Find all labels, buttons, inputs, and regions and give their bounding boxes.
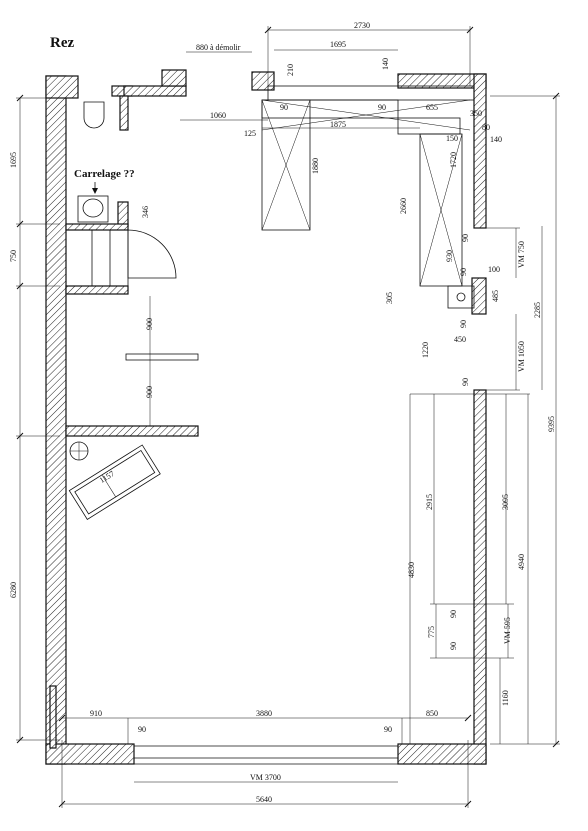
dim-left-6280: 6280 [9,582,18,598]
dim-655: 655 [426,103,438,112]
dim-850: 850 [426,709,438,718]
dim-1060: 1060 [210,111,226,120]
dim-140b: 140 [490,135,502,144]
dim-vm1050: VM 1050 [517,341,526,372]
dim-9395: 9395 [547,416,556,432]
dim-1720: 1720 [449,152,458,168]
dim-346: 346 [141,206,150,218]
dim-100: 100 [488,265,500,274]
rotated-appliance: 1157 [68,441,161,520]
wall-partition-2 [65,285,129,295]
dim-2660: 2660 [399,198,408,214]
wall-partition-3 [65,425,199,437]
wall-partition-1 [65,223,129,231]
dim-350: 350 [470,109,482,118]
wall-right-pillar [471,277,487,315]
dim-top-total: 2730 [354,21,370,30]
dim-2285: 2285 [533,302,542,318]
window-bottom [134,745,398,765]
dim-4830: 4830 [407,562,416,578]
wall-bottom-right [397,743,487,765]
wall-top-stub-3 [161,69,187,87]
dim-900a: 900 [145,318,154,330]
dim-4940: 4940 [517,554,526,570]
wall-top-chimney [251,71,275,91]
stair-area [65,229,177,287]
dim-90a: 90 [280,103,288,112]
bathroom-fixtures [77,101,109,223]
dim-vm595: VM 595 [503,617,512,644]
dim-90-inner-c: 90 [459,320,468,328]
dimension-labels: 2730 1695 880 à démolir 210 140 1060 90 … [9,21,556,804]
dim-900b: 900 [145,386,154,398]
wall-pier-1 [119,95,129,131]
dim-90-bottom-a: 90 [138,725,146,734]
interior-door [125,296,199,426]
dim-3095: 3095 [501,494,510,510]
wall-right-upper [473,73,487,229]
dim-vm750: VM 750 [517,241,526,268]
plan-title: Rez [50,35,74,51]
washbasin-icon [82,198,104,218]
kitchen-structures [261,85,475,309]
wall-top-stub-2 [123,85,187,97]
dim-90-inner-a: 90 [461,234,470,242]
wall-bottom-left [45,743,135,765]
dim-775: 775 [427,626,436,638]
dim-left-750: 750 [9,250,18,262]
dim-125: 125 [244,129,256,138]
dim-3880: 3880 [256,709,272,718]
dim-910: 910 [90,709,102,718]
wall-top-left [45,75,79,99]
dim-90-right-top: 90 [461,378,470,386]
dim-90-bottom-b: 90 [384,725,392,734]
dim-880: 880 à démolir [196,43,241,52]
dim-1160: 1160 [501,690,510,706]
dim-80: 80 [482,123,490,132]
wall-stub-lower-left [49,685,57,749]
toilet-icon [83,101,105,129]
dim-450: 450 [454,335,466,344]
dim-top-1695: 1695 [330,40,346,49]
dim-vm3700: VM 3700 [250,773,281,782]
wall-partition-wc [117,201,129,227]
dim-5640: 5640 [256,795,272,804]
wall-right-lower [473,389,487,765]
dim-305: 305 [385,292,394,304]
dim-2915: 2915 [425,494,434,510]
dim-930: 930 [445,250,454,262]
dim-1880: 1880 [311,158,320,174]
dim-1220: 1220 [421,342,430,358]
dim-90-inner-b: 90 [459,268,468,276]
dim-90-right-a: 90 [449,610,458,618]
note-label: Carrelage ?? [74,168,135,180]
dim-150: 150 [446,134,458,143]
dimension-lines [16,26,560,808]
dim-485: 485 [491,290,500,302]
wall-left [45,75,67,765]
dimension-ticks [16,26,560,808]
dim-90b: 90 [378,103,386,112]
dim-90-right-b: 90 [449,642,458,650]
dim-210: 210 [286,64,295,76]
dim-140: 140 [381,58,390,70]
dim-1875: 1875 [330,120,346,129]
dim-left-1695: 1695 [9,152,18,168]
